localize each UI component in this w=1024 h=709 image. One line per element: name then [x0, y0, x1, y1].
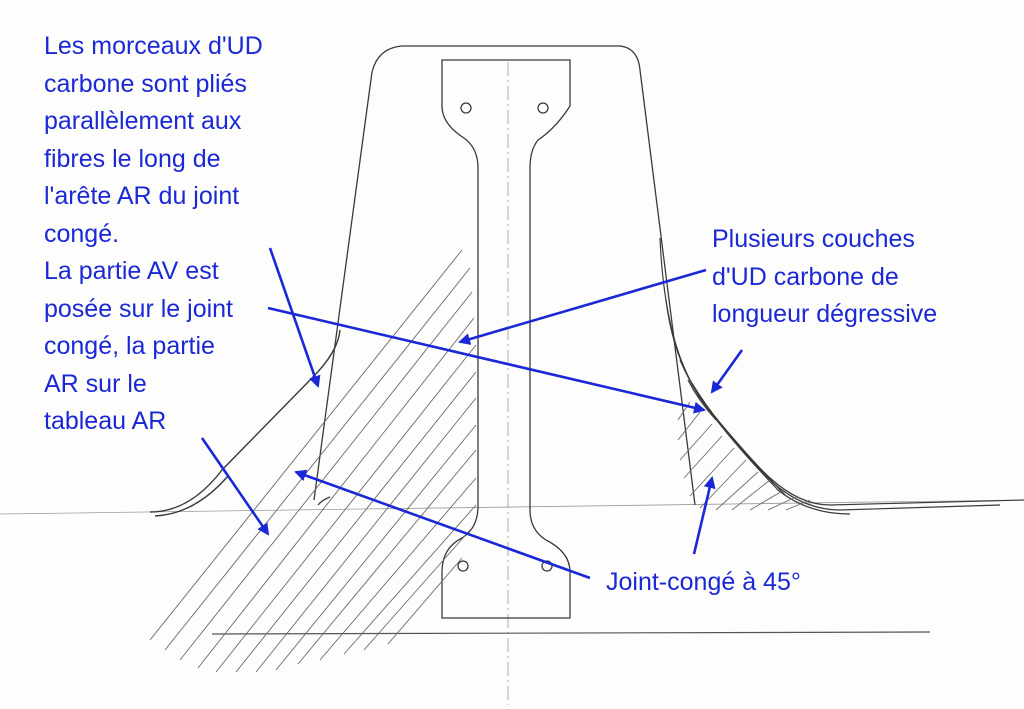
- annotation-left-line: tableau AR: [44, 407, 167, 435]
- annotation-left-line: congé, la partie: [44, 332, 215, 360]
- annotation-left-line: posée sur le joint: [44, 294, 234, 323]
- annotation-left-line: l'arête AR du joint: [44, 182, 240, 210]
- arrow-couches-spine: [458, 268, 707, 345]
- transom-outline: [313, 45, 696, 506]
- central-plate: [441, 59, 571, 619]
- arrow-arete-ar: [268, 247, 321, 388]
- arrow-partie-av: [267, 306, 706, 414]
- annotation-left-line: AR sur le: [44, 369, 147, 398]
- left-carbone-hatching: [149, 249, 477, 673]
- annotation-arrows: [200, 247, 744, 580]
- annotation-left-line: fibres le long de: [44, 144, 221, 173]
- annotation-left: Les morceaux d'UD carbone sont pliés par…: [44, 28, 263, 441]
- arrow-joint-left: [294, 469, 591, 580]
- annotation-left-line: La partie AV est: [44, 257, 219, 285]
- arrow-partie-ar: [200, 437, 270, 536]
- arrow-couches-right: [710, 349, 744, 394]
- annotation-right-line: d'UD carbone de: [712, 262, 899, 291]
- annotation-bottom-line: Joint-congé à 45°: [606, 568, 801, 596]
- left-fillet: [149, 329, 341, 517]
- annotation-right-line: Plusieurs couches: [712, 225, 915, 253]
- annotation-right: Plusieurs couches d'UD carbone de longue…: [712, 221, 937, 334]
- annotation-left-line: Les morceaux d'UD: [44, 32, 263, 60]
- annotation-bottom: Joint-congé à 45°: [606, 564, 801, 602]
- annotation-left-line: congé.: [44, 219, 120, 248]
- arrow-joint-right: [692, 476, 716, 555]
- annotation-left-line: carbone sont pliés: [44, 69, 247, 98]
- right-fillet-layers: [659, 237, 1024, 515]
- annotation-left-line: parallèlement aux: [44, 107, 242, 135]
- annotation-right-line: longueur dégressive: [712, 300, 938, 328]
- guide-lines: [0, 62, 1024, 705]
